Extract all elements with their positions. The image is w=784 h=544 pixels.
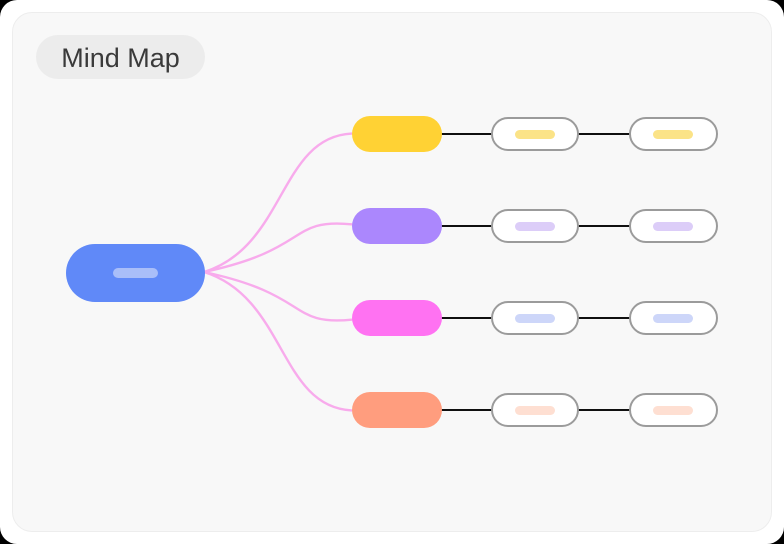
mind-map-label: Mind Map bbox=[36, 35, 205, 79]
root-to-branch-2-connector bbox=[202, 222, 353, 274]
child-3-1-node[interactable] bbox=[490, 300, 579, 336]
mind-map-label-text: Mind Map bbox=[61, 43, 180, 73]
child-1-1-node[interactable] bbox=[490, 116, 579, 152]
child-4-2-node[interactable] bbox=[629, 392, 718, 428]
child-3-1-node-text-placeholder bbox=[514, 313, 555, 323]
child-4-2-node-text-placeholder bbox=[653, 405, 694, 415]
child-3-2-node[interactable] bbox=[629, 300, 718, 336]
child-2-2-node[interactable] bbox=[629, 208, 718, 244]
child-4-1-node[interactable] bbox=[490, 392, 579, 428]
root-to-branch-3-connector bbox=[202, 270, 353, 322]
child-1-2-node-text-placeholder bbox=[653, 129, 694, 139]
child-2-1-node-text-placeholder bbox=[514, 221, 555, 231]
child-3-2-node-text-placeholder bbox=[653, 313, 694, 323]
child-1-1-node-text-placeholder bbox=[514, 129, 555, 139]
root-to-branch-4-connector bbox=[202, 270, 353, 412]
child-1-2-node[interactable] bbox=[629, 116, 718, 152]
root-node[interactable] bbox=[66, 243, 205, 302]
child-2-2-node-text-placeholder bbox=[653, 221, 694, 231]
branch-2-node[interactable] bbox=[352, 207, 442, 245]
root-node-text-placeholder bbox=[112, 267, 158, 278]
branch-1-node[interactable] bbox=[352, 115, 442, 153]
child-2-1-node[interactable] bbox=[490, 208, 579, 244]
branch-4-node[interactable] bbox=[352, 391, 442, 429]
root-to-branch-1-connector bbox=[202, 132, 353, 274]
branch-3-node[interactable] bbox=[352, 299, 442, 337]
child-4-1-node-text-placeholder bbox=[514, 405, 555, 415]
